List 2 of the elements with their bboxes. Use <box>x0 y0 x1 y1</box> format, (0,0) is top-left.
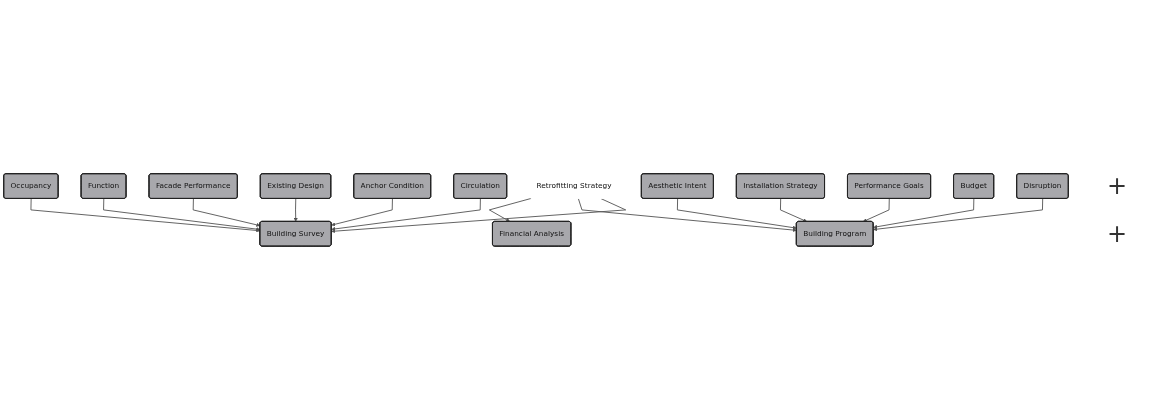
plus-sign: + <box>1106 171 1128 200</box>
plus-sign: + <box>1106 219 1128 248</box>
